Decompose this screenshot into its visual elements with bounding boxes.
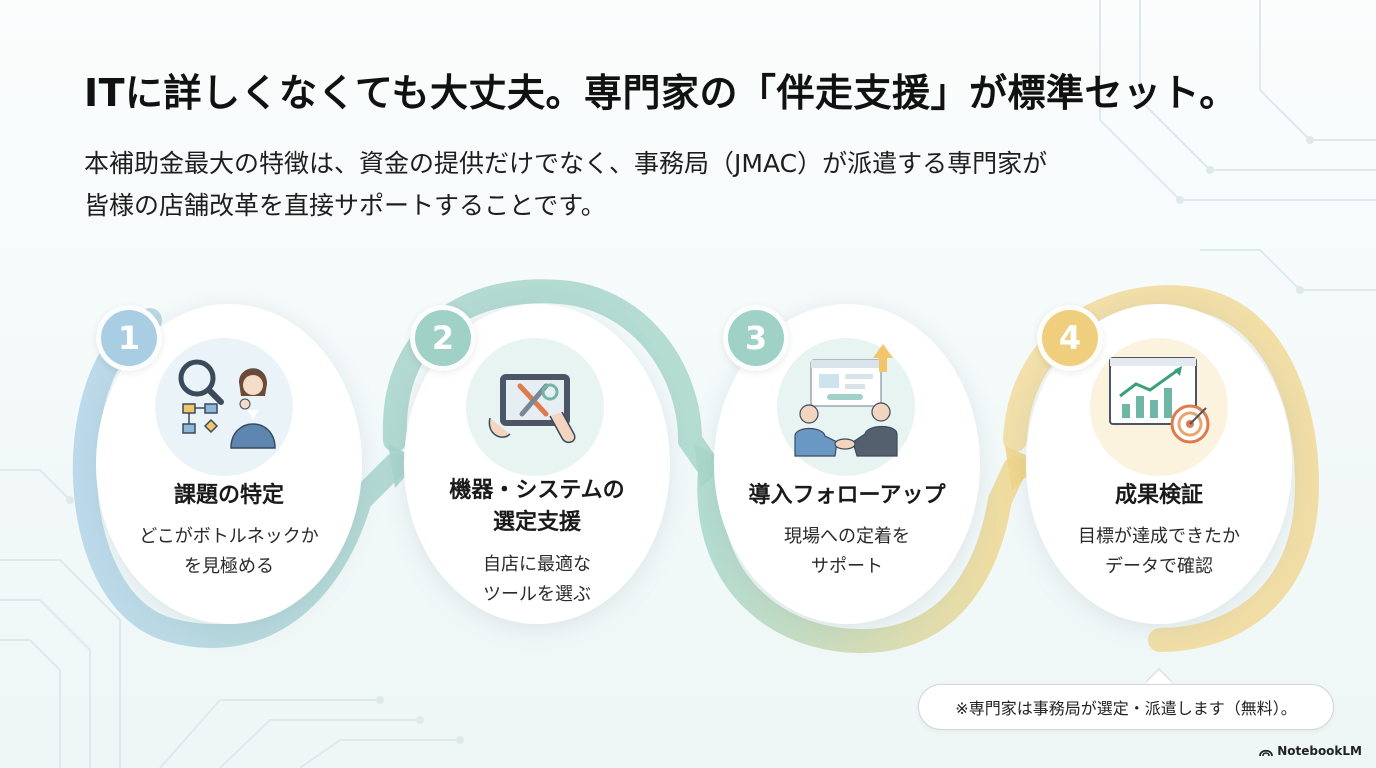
- step-title-4: 成果検証: [1114, 483, 1203, 508]
- step-desc-1: どこがボトルネックか を見極める: [96, 522, 362, 582]
- intro-text: 本補助金最大の特徴は、資金の提供だけでなく、事務局（JMAC）が派遣する専門家が…: [84, 143, 1234, 227]
- intro-line-2: 皆様の店舗改革を直接サポートすることです。: [84, 191, 606, 220]
- notebooklm-logo-icon: [1259, 749, 1274, 757]
- analysis-person-icon: [155, 338, 293, 476]
- tablet-tools-icon: [466, 338, 604, 476]
- step-desc-3-line-2: サポート: [811, 556, 883, 577]
- step-desc-1-line-2: を見極める: [184, 556, 274, 577]
- step-desc-4-line-2: データで確認: [1105, 556, 1213, 577]
- step-title-2: 機器・システムの 選定支援: [404, 475, 670, 539]
- step-desc-3-line-1: 現場への定着を: [784, 526, 910, 547]
- step-title-2-line-1: 機器・システムの: [449, 478, 625, 503]
- step-number-3: 3: [723, 305, 789, 371]
- step-desc-2: 自店に最適な ツールを選ぶ: [404, 550, 670, 610]
- step-desc-2-line-2: ツールを選ぶ: [483, 584, 591, 605]
- brand-watermark: NotebookLM: [1259, 744, 1362, 758]
- step-title-3: 導入フォローアップ: [748, 483, 946, 508]
- handshake-icon: [777, 338, 915, 476]
- step-desc-3: 現場への定着を サポート: [714, 522, 980, 582]
- note-bubble: ※専門家は事務局が選定・派遣します（無料）。: [918, 684, 1334, 730]
- step-title-2-line-2: 選定支援: [492, 510, 581, 535]
- step-desc-4-line-1: 目標が達成できたか: [1078, 526, 1240, 547]
- step-number-1: 1: [96, 305, 162, 371]
- growth-chart-target-icon: [1090, 338, 1228, 476]
- step-desc-4: 目標が達成できたか データで確認: [1026, 522, 1292, 582]
- brand-label: NotebookLM: [1277, 744, 1362, 758]
- step-number-4: 4: [1037, 305, 1103, 371]
- step-desc-2-line-1: 自店に最適な: [483, 554, 591, 575]
- intro-line-1: 本補助金最大の特徴は、資金の提供だけでなく、事務局（JMAC）が派遣する専門家が: [84, 149, 1048, 178]
- step-number-2: 2: [410, 305, 476, 371]
- page-title: ITに詳しくなくても大丈夫。専門家の「伴走支援」が標準セット。: [84, 71, 1238, 115]
- step-title-1: 課題の特定: [173, 483, 284, 508]
- step-desc-1-line-1: どこがボトルネックか: [139, 526, 319, 547]
